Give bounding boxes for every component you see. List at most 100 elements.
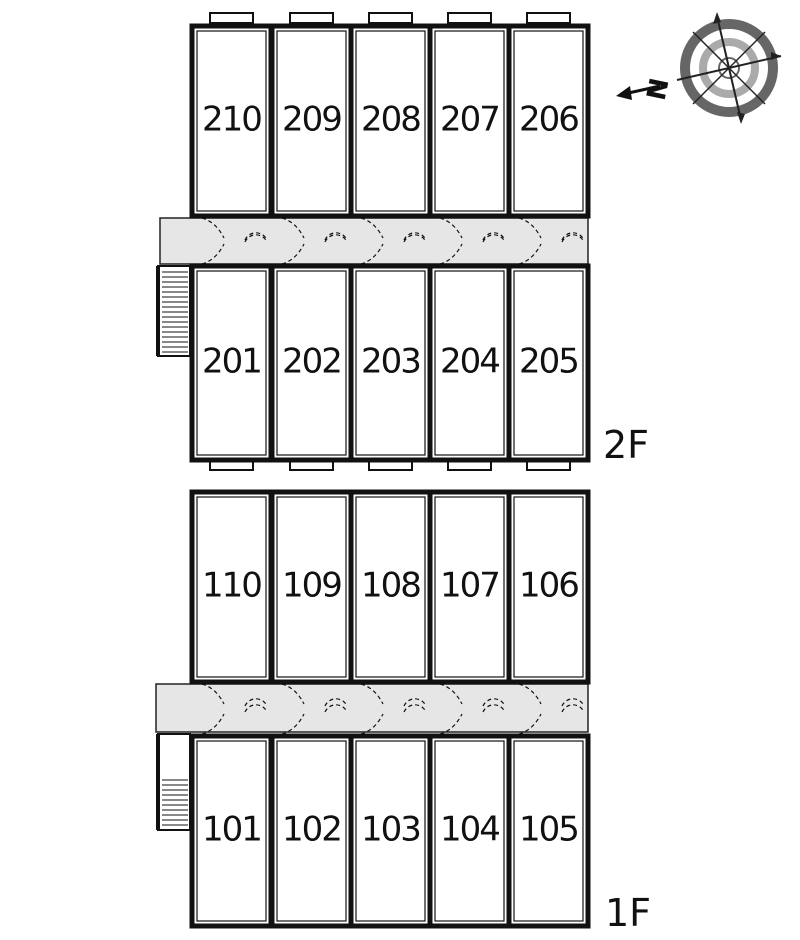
room-number-label: 210 [202, 100, 261, 140]
door-swing [201, 683, 225, 705]
door-swing [439, 243, 463, 265]
room-outline [427, 23, 512, 219]
door-swing [201, 243, 225, 265]
room-205: 205 [506, 234, 591, 471]
north-arrow-icon: N [616, 76, 676, 104]
room-105: 105 [506, 704, 591, 929]
room-number-label: 104 [440, 810, 499, 850]
room-109: 109 [269, 489, 354, 707]
room-outline [506, 489, 591, 685]
door-swing [324, 704, 348, 713]
door-swing [281, 683, 305, 705]
door-swing [518, 683, 542, 705]
balcony [447, 12, 492, 24]
room-row-2f-top: 210 209 208 207 206 [189, 12, 591, 241]
room-207: 207 [427, 12, 512, 241]
room-102: 102 [269, 704, 354, 929]
room-number-label: 208 [361, 100, 420, 140]
door-swing [360, 683, 384, 705]
door-swing [281, 713, 305, 735]
door-swing [244, 704, 268, 713]
door-swing [360, 217, 384, 239]
room-outline [506, 263, 591, 463]
room-outline [506, 733, 591, 929]
room-number-label: 109 [282, 566, 341, 606]
balcony [526, 12, 571, 24]
door-swing [561, 698, 585, 707]
room-204: 204 [427, 234, 512, 471]
room-number-label: 106 [519, 566, 578, 606]
room-outline [506, 23, 591, 219]
door-swing [561, 704, 585, 713]
balcony [368, 12, 413, 24]
door-swing [518, 243, 542, 265]
door-swing [518, 713, 542, 735]
room-number-label: 206 [519, 100, 578, 140]
room-number-label: 110 [202, 566, 261, 606]
balcony [209, 12, 254, 24]
north-label: N [642, 76, 676, 104]
room-104: 104 [427, 704, 512, 929]
room-110: 110 [189, 489, 274, 707]
room-number-label: 204 [440, 342, 499, 382]
room-203: 203 [348, 234, 433, 471]
floor-label-1f: 1F [605, 891, 651, 935]
room-number-label: 205 [519, 342, 578, 382]
room-outline [348, 23, 433, 219]
room-208: 208 [348, 12, 433, 241]
room-209: 209 [269, 12, 354, 241]
door-swing [482, 232, 506, 241]
room-206: 206 [506, 12, 591, 241]
door-swing [561, 232, 585, 241]
door-swing [281, 217, 305, 239]
room-108: 108 [348, 489, 433, 707]
room-201: 201 [189, 234, 274, 471]
door-swing [482, 234, 506, 243]
door-swing [360, 243, 384, 265]
room-number-label: 207 [440, 100, 499, 140]
room-103: 103 [348, 704, 433, 929]
room-outline [427, 263, 512, 463]
door-swing [244, 234, 268, 243]
door-swing [482, 698, 506, 707]
corridor-1f [155, 683, 589, 733]
door-swing [482, 704, 506, 713]
door-swing [561, 234, 585, 243]
room-number-label: 209 [282, 100, 341, 140]
room-number-label: 105 [519, 810, 578, 850]
room-number-label: 202 [282, 342, 341, 382]
stairs-2f [156, 265, 191, 357]
door-swing [439, 683, 463, 705]
compass-rose-icon [676, 12, 782, 124]
room-outline [348, 489, 433, 685]
door-swing [439, 217, 463, 239]
door-swing [201, 713, 225, 735]
balcony [289, 12, 334, 24]
door-swing [403, 704, 427, 713]
door-swing [518, 217, 542, 239]
door-swing [403, 234, 427, 243]
room-210: 210 [189, 12, 274, 241]
door-swing [244, 698, 268, 707]
room-outline [269, 263, 354, 463]
room-number-label: 102 [282, 810, 341, 850]
room-106: 106 [506, 489, 591, 707]
door-swing [403, 698, 427, 707]
door-swing [439, 713, 463, 735]
room-101: 101 [189, 704, 274, 929]
room-107: 107 [427, 489, 512, 707]
stairs-1f [156, 733, 191, 831]
door-swing [244, 232, 268, 241]
room-number-label: 101 [202, 810, 261, 850]
room-number-label: 107 [440, 566, 499, 606]
room-outline [269, 489, 354, 685]
door-swing [281, 243, 305, 265]
room-202: 202 [269, 234, 354, 471]
room-number-label: 201 [202, 342, 261, 382]
door-swing [201, 217, 225, 239]
door-swing [360, 713, 384, 735]
